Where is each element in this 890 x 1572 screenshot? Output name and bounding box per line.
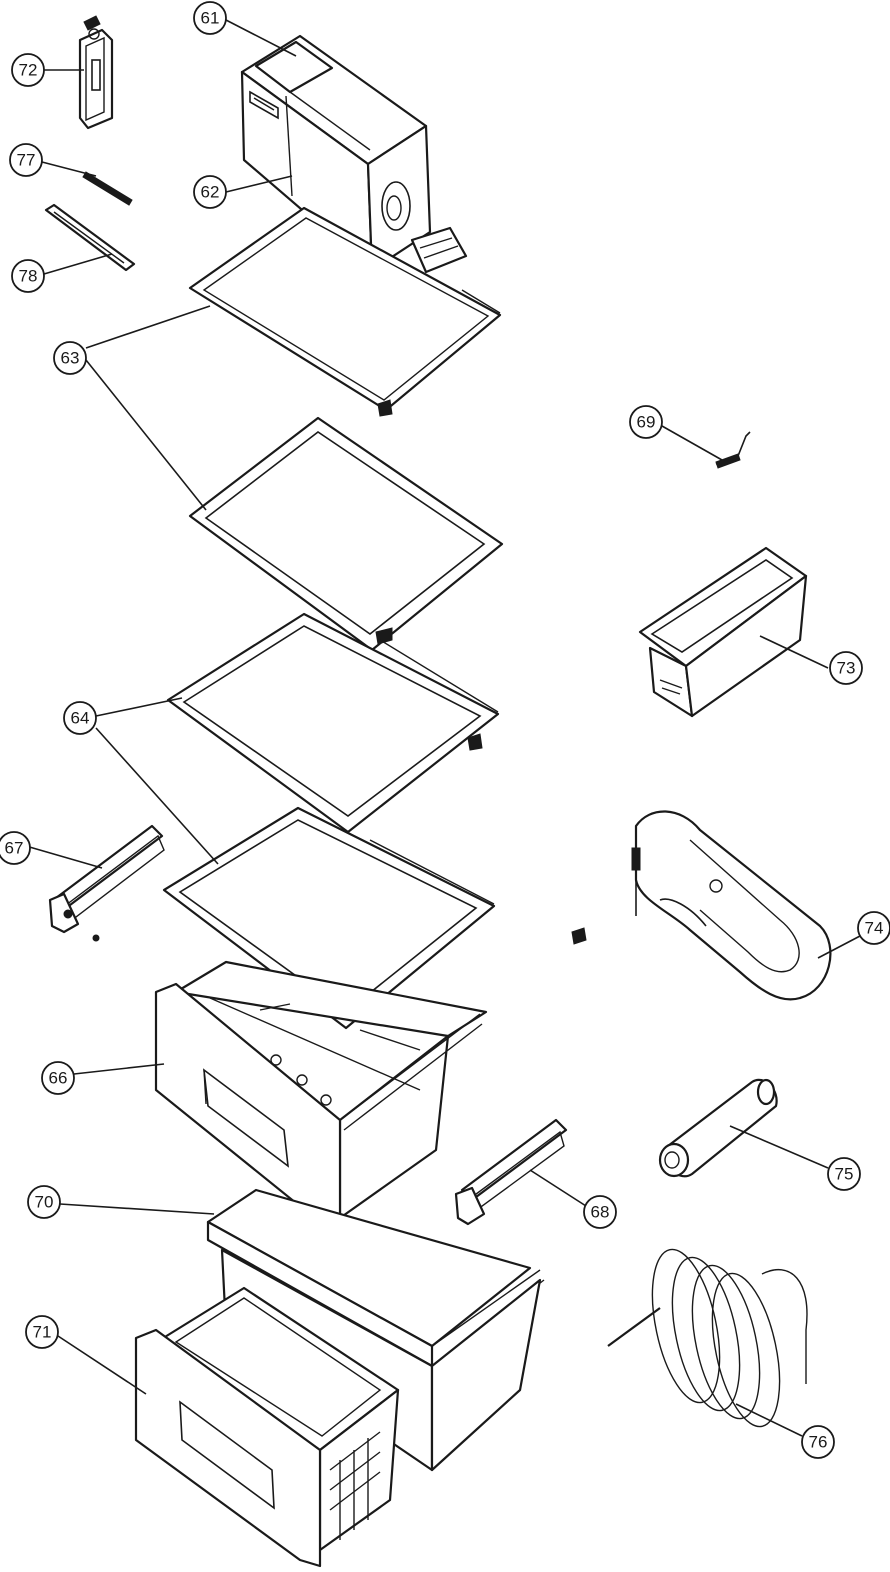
- part-66-crisper-drawer: [154, 960, 488, 1228]
- callout-69: 69: [629, 405, 663, 439]
- part-75-water-filter: [658, 1078, 778, 1178]
- callout-71: 71: [25, 1315, 59, 1349]
- leader-lines: [25, 19, 861, 1437]
- part-77-rail-strip: [82, 171, 133, 206]
- part-76-coiled-tubing: [607, 1248, 808, 1428]
- callout-68-label: 68: [591, 1203, 610, 1222]
- callout-70: 70: [27, 1185, 61, 1219]
- callout-62-label: 62: [201, 183, 220, 202]
- callout-63-label: 63: [61, 349, 80, 368]
- callout-76: 76: [801, 1425, 835, 1459]
- part-61-62-top-housing: [240, 34, 468, 274]
- part-67-slide-rail-left: [48, 824, 165, 942]
- callout-67-label: 67: [5, 839, 24, 858]
- callout-74-label: 74: [865, 919, 884, 938]
- part-64-glass-shelf-lower: [162, 806, 587, 1030]
- callout-78: 78: [11, 259, 45, 293]
- callout-76-label: 76: [809, 1433, 828, 1452]
- part-71-lower-drawer: [134, 1286, 400, 1568]
- callout-73-label: 73: [837, 659, 856, 678]
- part-73-door-bin: [638, 546, 808, 718]
- callout-61: 61: [193, 1, 227, 35]
- part-64-glass-shelf-upper: [166, 612, 500, 834]
- part-78-trim-bar: [44, 203, 136, 272]
- callout-61-label: 61: [201, 9, 220, 28]
- callout-70-label: 70: [35, 1193, 54, 1212]
- callout-75-label: 75: [835, 1165, 854, 1184]
- callout-77-label: 77: [17, 151, 36, 170]
- callout-74: 74: [857, 911, 890, 945]
- callout-72-label: 72: [19, 61, 38, 80]
- callout-66: 66: [41, 1061, 75, 1095]
- callout-64: 64: [63, 701, 97, 735]
- callout-77: 77: [9, 143, 43, 177]
- part-69-sensor-clip: [715, 431, 751, 469]
- callout-72: 72: [11, 53, 45, 87]
- part-63-shelf-lower: [188, 416, 504, 652]
- callout-66-label: 66: [49, 1069, 68, 1088]
- part-68-slide-rail-right: [454, 1118, 568, 1226]
- part-72-dispenser-cartridge: [78, 15, 114, 130]
- callout-67: 67: [0, 831, 31, 865]
- callout-69-label: 69: [637, 413, 656, 432]
- callout-71-label: 71: [33, 1323, 52, 1342]
- callout-62: 62: [193, 175, 227, 209]
- part-74-water-reservoir: [631, 810, 832, 1001]
- callout-64-label: 64: [71, 709, 90, 728]
- callout-73: 73: [829, 651, 863, 685]
- callout-78-label: 78: [19, 267, 38, 286]
- callout-63: 63: [53, 341, 87, 375]
- callout-75: 75: [827, 1157, 861, 1191]
- callout-68: 68: [583, 1195, 617, 1229]
- part-63-shelf-upper: [188, 206, 502, 417]
